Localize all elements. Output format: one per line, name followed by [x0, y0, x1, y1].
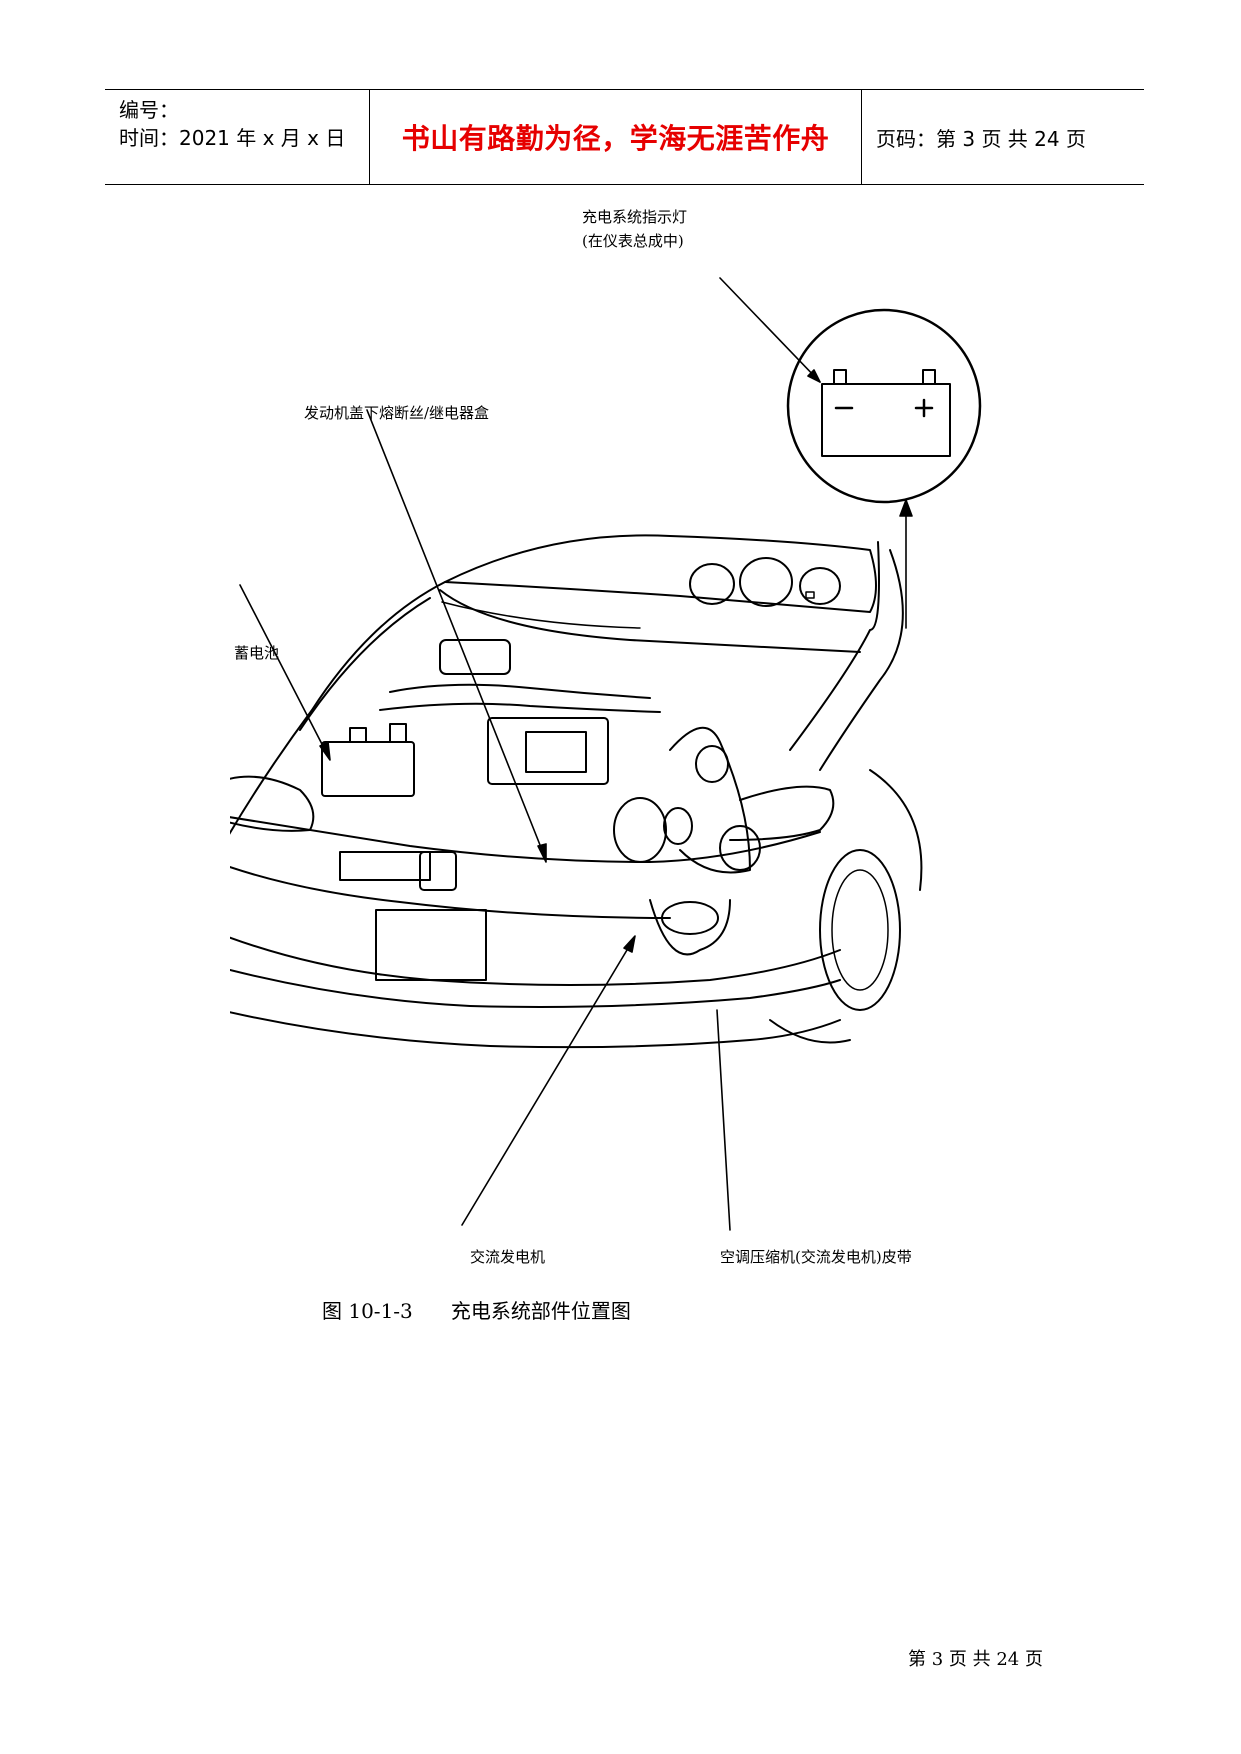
fuse-box-label: 发动机盖下熔断丝/继电器盒: [304, 404, 490, 422]
charging-system-figure: 充电系统指示灯 (在仪表总成中) 发动机盖下熔断丝/继电器盒 蓄电池 交流发电机…: [230, 208, 1030, 1280]
header-right-cell: 页码：第 3 页 共 24 页: [862, 90, 1144, 184]
header-mid-cell: 书山有路勤为径，学海无涯苦作舟: [370, 90, 862, 184]
indicator-magnifier: [786, 308, 982, 504]
belt-label: 空调压缩机(交流发电机)皮带: [720, 1248, 912, 1266]
page-info: 页码：第 3 页 共 24 页: [876, 126, 1086, 151]
number-label: 编号：: [119, 98, 179, 122]
header-left-cell: 编号： 时间：2021 年 x 月 x 日: [105, 90, 370, 184]
car-body: [230, 534, 923, 1049]
indicator-lamp-label: 充电系统指示灯: [582, 208, 688, 226]
battery-label: 蓄电池: [234, 644, 280, 662]
motto-text: 书山有路勤为径，学海无涯苦作舟: [401, 122, 830, 155]
car-engine-drawing: [230, 277, 982, 1231]
page-footer: 第 3 页 共 24 页: [908, 1649, 1043, 1670]
figure-caption: 图 10-1-3 充电系统部件位置图: [322, 1299, 631, 1323]
alternator-label: 交流发电机: [470, 1248, 546, 1266]
indicator-lamp-sublabel: (在仪表总成中): [582, 232, 684, 250]
time-label: 时间：2021 年 x 月 x 日: [119, 126, 346, 150]
document-header: 编号： 时间：2021 年 x 月 x 日 书山有路勤为径，学海无涯苦作舟 页码…: [105, 89, 1144, 185]
